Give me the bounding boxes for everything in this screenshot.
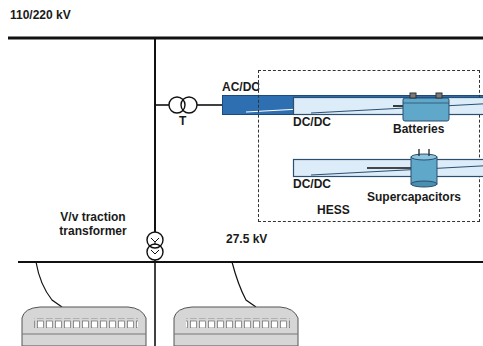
voltage-label: 110/220 kV (10, 8, 71, 22)
voltage-label: 27.5 kV (226, 232, 267, 246)
battery-unit: Batteries (393, 90, 483, 136)
node-label: HESS (317, 203, 350, 217)
transformer-label: V/v traction transformer (40, 210, 146, 238)
train (174, 307, 298, 346)
transformer-label: T (179, 114, 186, 128)
converter-box: DC/DC (293, 159, 483, 191)
train (22, 307, 146, 346)
pantograph-wire (232, 262, 256, 307)
cap-symbol (367, 148, 483, 188)
bat-symbol (393, 90, 483, 122)
branch-line (197, 104, 222, 106)
dcdc-icon (293, 97, 483, 115)
pantograph-wire (36, 262, 62, 307)
branch-line (155, 104, 169, 106)
supercapacitor-unit: Supercapacitors (367, 148, 483, 204)
feeder-line (154, 260, 156, 346)
traction-bus (18, 261, 483, 263)
node-label: Batteries (393, 122, 483, 136)
cap-icon (367, 148, 483, 188)
node-label: AC/DC (222, 80, 483, 94)
traction-transformer-symbol (147, 244, 163, 260)
node-label: DC/DC (293, 177, 483, 191)
hv-bus (8, 37, 483, 40)
dcdc-symbol (293, 97, 483, 115)
node-label: Supercapacitors (367, 190, 483, 204)
node-label: DC/DC (293, 115, 483, 129)
winding-mark (151, 238, 159, 245)
bat-icon (393, 90, 483, 122)
hess-group: HESSDC/DCBatteriesDC/DCSupercapacitors (258, 70, 480, 222)
winding-mark (151, 250, 159, 254)
converter-box: DC/DC (293, 97, 483, 129)
transformer-symbol (181, 97, 197, 113)
feeder-line (154, 38, 156, 232)
